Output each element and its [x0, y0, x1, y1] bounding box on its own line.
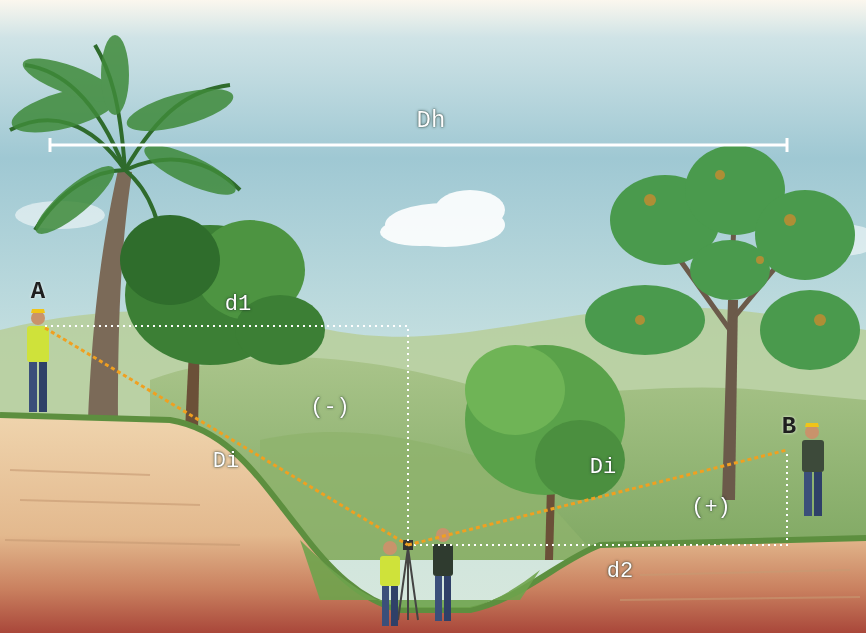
- sign-label: (+): [691, 497, 731, 519]
- right-tree: [585, 145, 860, 500]
- terrain: [0, 415, 866, 633]
- left-tree: [120, 215, 325, 430]
- middle-bush: [465, 345, 625, 560]
- reference-lines: [45, 326, 787, 545]
- slope-lines: [45, 328, 787, 545]
- dh-dimension: [50, 138, 787, 152]
- dimension-label: d2: [607, 561, 633, 583]
- sign-label: (-): [310, 397, 350, 419]
- point-label: A: [31, 280, 45, 304]
- surveyor-b: [802, 423, 824, 516]
- dimension-label: d1: [225, 294, 251, 316]
- point-label: B: [782, 415, 796, 439]
- surveyor-a: [27, 309, 49, 412]
- dimension-label: Di: [590, 457, 616, 479]
- dimension-label: Di: [213, 451, 239, 473]
- dimension-label: Dh: [417, 109, 446, 133]
